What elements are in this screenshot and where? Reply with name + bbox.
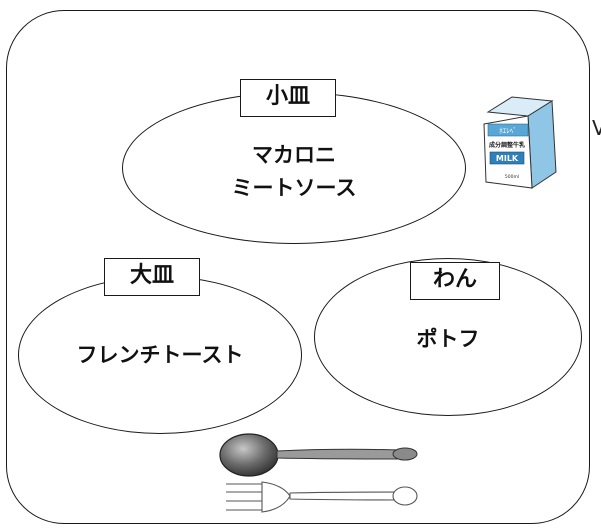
small-plate-label: 小皿 [240,79,336,117]
spoon-icon [219,433,418,477]
large-plate-food-1: フレンチトースト [76,343,244,367]
tray-outline [6,10,590,524]
milk-brand: ﾎｴﾚﾍﾞ [499,127,517,135]
milk-volume: 500ml [505,174,519,180]
small-plate: マカロニ ミートソース [122,92,466,244]
milk-product: MILK [496,154,519,163]
large-plate-label: 大皿 [104,258,200,296]
small-plate-food-2: ミートソース [231,175,357,200]
bowl-food-1: ポトフ [416,327,480,351]
milk-type: 成分調整牛乳 [489,141,525,149]
large-plate: フレンチトースト [18,276,302,434]
stray-glyph: V [592,116,601,140]
fork-icon [226,481,418,513]
bowl-label: わん [410,262,500,300]
small-plate-food-1: マカロニ [252,143,336,167]
milk-carton-icon: ﾎｴﾚﾍﾞ 成分調整牛乳 MILK 500ml [483,96,557,189]
